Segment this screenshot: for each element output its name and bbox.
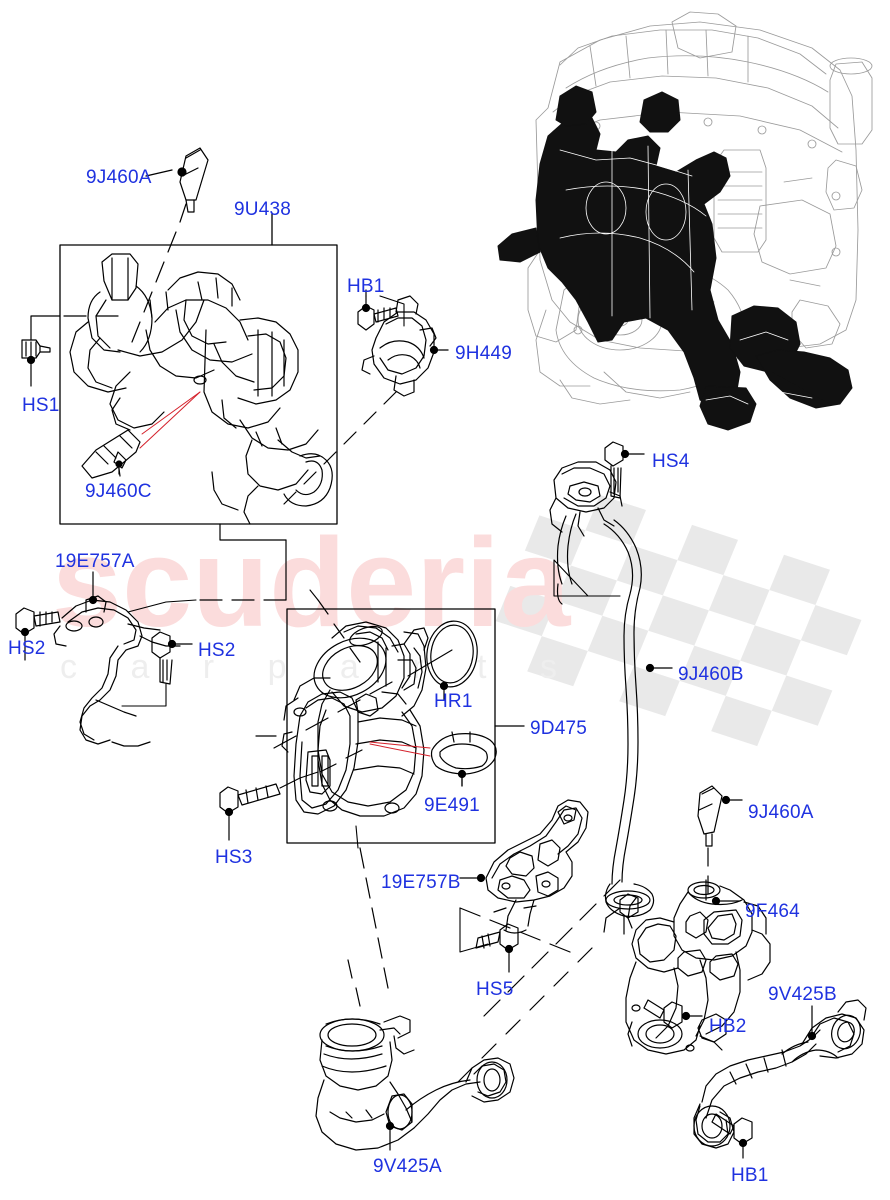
callout-9u438: 9U438 xyxy=(234,199,291,220)
dashline-9j460a xyxy=(131,203,187,343)
callout-hb1-lower: HB1 xyxy=(731,1165,769,1186)
part-9v425a-pipe xyxy=(315,1015,515,1151)
part-9h449-valve xyxy=(361,295,439,397)
callout-19e757b: 19E757B xyxy=(381,872,461,893)
dash-9v425a-top xyxy=(347,959,361,1007)
callout-9f464: 9F464 xyxy=(745,901,800,922)
part-hose-top-bracket xyxy=(549,461,623,537)
dash-9v425a-right xyxy=(457,947,593,1083)
part-9j460a-sensor-right xyxy=(697,785,731,847)
part-9j460b-hose xyxy=(556,513,655,935)
callout-9e491: 9E491 xyxy=(424,795,480,816)
part-9j460c-sensor xyxy=(81,429,141,479)
leader-9h449-stem xyxy=(379,295,405,327)
part-hs3-bolt xyxy=(219,783,281,841)
part-9u438-egr-cooler xyxy=(69,253,333,525)
callout-9d475: 9D475 xyxy=(530,718,587,739)
leader-9d475-top xyxy=(309,589,319,601)
part-19e757b-bracket xyxy=(476,799,589,934)
callout-hs4: HS4 xyxy=(652,451,690,472)
callout-hs5: HS5 xyxy=(476,979,514,1000)
part-9e491-gasket xyxy=(430,731,497,787)
callout-9j460a-top: 9J460A xyxy=(86,167,152,188)
leader-red-9j460c xyxy=(139,391,201,449)
callout-hs3: HS3 xyxy=(215,847,253,868)
part-19e757a-bracket xyxy=(53,595,181,747)
part-hb2-bolt xyxy=(643,999,691,1029)
leader-9j460a-top xyxy=(145,169,173,177)
leader-below-9d475 xyxy=(355,825,359,849)
callout-hr1: HR1 xyxy=(434,691,473,712)
hs2-path xyxy=(121,683,167,707)
part-hs2-bolt-mid xyxy=(151,631,177,685)
dash-9h449 xyxy=(283,391,397,505)
part-9d475-throttle-body xyxy=(281,621,429,817)
engine-highlight-egr xyxy=(497,85,853,431)
part-hs1-stud xyxy=(21,339,51,387)
leader-red-9e491 xyxy=(369,741,431,757)
callout-hs1: HS1 xyxy=(22,395,60,416)
dash-9d475-top xyxy=(317,599,361,663)
part-9v425b-pipe xyxy=(693,999,867,1149)
part-9j460a-sensor-top xyxy=(177,147,209,213)
part-hs5-bolt xyxy=(475,923,519,973)
leader-hs1 xyxy=(30,315,61,341)
part-hb1-bolt-lower xyxy=(711,1113,753,1159)
callout-hs2-mid: HS2 xyxy=(198,640,236,661)
callout-hb2: HB2 xyxy=(709,1016,747,1037)
leader-19e757a-right xyxy=(127,599,197,613)
part-hs2-bolt-left xyxy=(15,607,61,661)
vline-19e757a-top xyxy=(219,523,287,541)
callout-9h449: 9H449 xyxy=(455,343,512,364)
leader-hs3-stem xyxy=(279,771,319,789)
callout-9j460c: 9J460C xyxy=(85,481,152,502)
callout-19e757a: 19E757A xyxy=(55,551,135,572)
part-9f464-egr-valve xyxy=(603,879,771,1055)
group-box-9u438 xyxy=(59,244,338,525)
callout-9v425a: 9V425A xyxy=(373,1156,442,1177)
dash-long-through-9d475 xyxy=(273,681,393,749)
hose-tri xyxy=(553,559,589,597)
callout-hs2-left: HS2 xyxy=(8,638,46,659)
dash-hs3 xyxy=(319,749,363,773)
dash-below-9d475 xyxy=(359,847,389,989)
dash-19e757b xyxy=(459,907,571,953)
leader-hr1-stem xyxy=(407,649,453,677)
callout-9j460a-right: 9J460A xyxy=(748,802,814,823)
dash-9f464-left xyxy=(483,879,621,1017)
callout-9v425b: 9V425B xyxy=(768,984,837,1005)
callout-9j460b: 9J460B xyxy=(678,664,744,685)
part-hb1-bolt-upper xyxy=(357,295,399,331)
callout-hb1-upper: HB1 xyxy=(347,276,385,297)
part-hr1-oring xyxy=(426,620,478,691)
